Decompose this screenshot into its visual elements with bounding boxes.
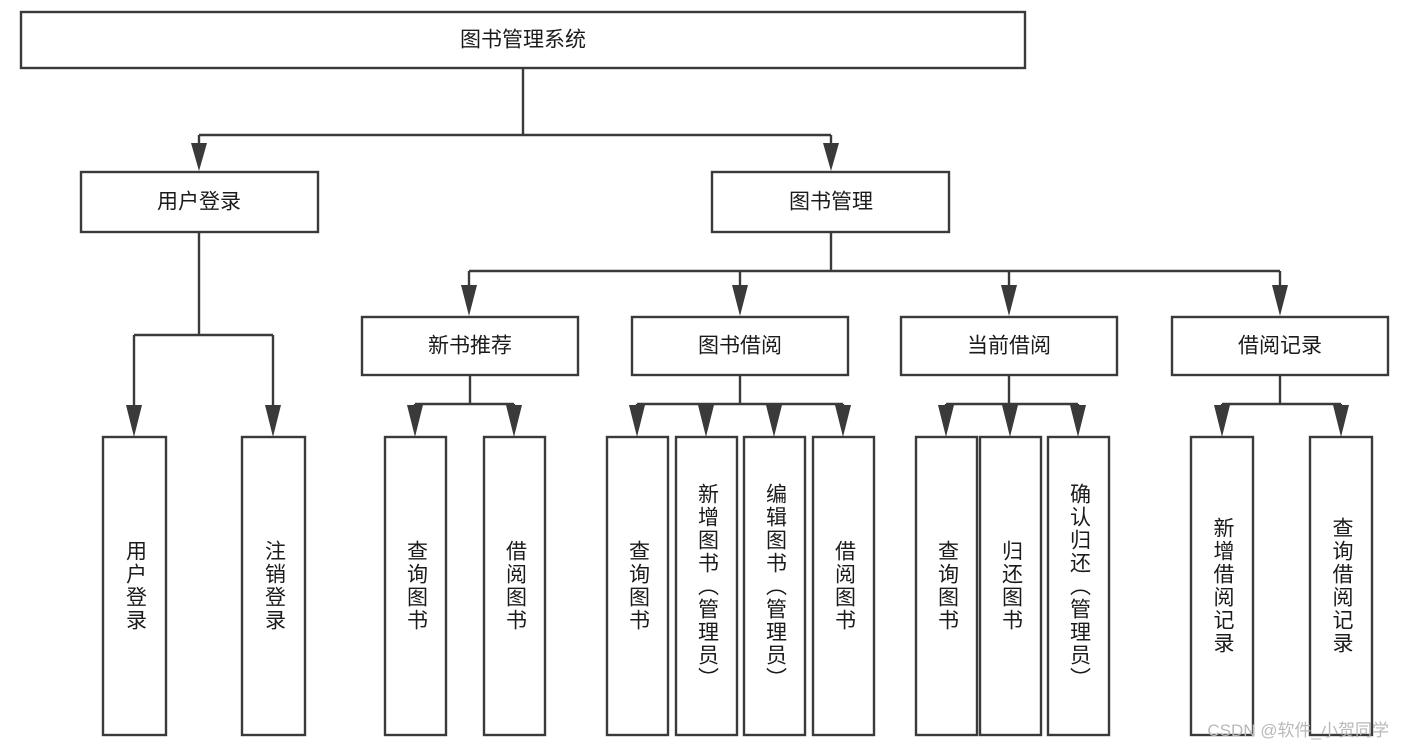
node-book-management[interactable]: 图书管理: [710, 170, 951, 234]
leaf-box-book-borrow-1[interactable]: [674, 435, 739, 737]
node-current-borrow[interactable]: 当前借阅: [899, 315, 1119, 377]
leaf-box-current-borrow-2[interactable]: [1046, 435, 1111, 737]
leaf-box-borrow-record-1[interactable]: [1308, 435, 1374, 737]
leaf-box-borrow-record-0[interactable]: [1189, 435, 1255, 737]
arrowhead-borrowrecord-0: [1214, 405, 1230, 437]
csdn-watermark: CSDN @软件_小贺同学: [1207, 721, 1389, 740]
arrowhead-level1-0: [191, 143, 207, 171]
arrowhead-level2-0: [461, 285, 477, 316]
arrowhead-newbook-0: [407, 405, 423, 437]
leaf-box-current-borrow-1[interactable]: [978, 435, 1043, 737]
arrowhead-borrowrecord-1: [1333, 405, 1349, 437]
arrowhead-currentborrow-2: [1070, 405, 1086, 437]
root-box: [19, 10, 1027, 70]
leaf-box-new-book-1[interactable]: [482, 435, 547, 737]
node-root[interactable]: 图书管理系统: [19, 10, 1027, 70]
borrow-record-box: [1170, 315, 1390, 377]
arrowhead-userlogin-1: [265, 405, 281, 437]
borrow-record-label: 借阅记录: [1238, 335, 1322, 358]
node-new-book-recommend[interactable]: 新书推荐: [360, 315, 580, 377]
new-book-recommend-box: [360, 315, 580, 377]
leaf-box-current-borrow-0[interactable]: [914, 435, 979, 737]
leaf-box-user-login-0[interactable]: [101, 435, 168, 737]
user-login-label: 用户登录: [157, 191, 241, 214]
arrowhead-currentborrow-0: [938, 405, 954, 437]
arrowhead-currentborrow-1: [1002, 405, 1018, 437]
node-user-login[interactable]: 用户登录: [79, 170, 320, 234]
arrowhead-bookborrow-1: [698, 405, 714, 437]
leaf-box-book-borrow-0[interactable]: [605, 435, 670, 737]
book-management-box: [710, 170, 951, 234]
book-management-label: 图书管理: [789, 191, 873, 214]
root-label: 图书管理系统: [460, 29, 586, 52]
arrowhead-level2-3: [1272, 285, 1288, 316]
current-borrow-label: 当前借阅: [967, 335, 1051, 358]
new-book-recommend-label: 新书推荐: [428, 335, 512, 358]
leaf-box-book-borrow-3[interactable]: [811, 435, 876, 737]
arrowhead-newbook-1: [506, 405, 522, 437]
arrowhead-level2-2: [1001, 285, 1017, 316]
arrowhead-bookborrow-3: [835, 405, 851, 437]
node-book-borrow[interactable]: 图书借阅: [630, 315, 850, 377]
current-borrow-box: [899, 315, 1119, 377]
arrowhead-level1-1: [823, 143, 839, 171]
arrowhead-bookborrow-0: [629, 405, 645, 437]
leaf-box-book-borrow-2[interactable]: [742, 435, 807, 737]
leaf-box-user-login-1[interactable]: [240, 435, 307, 737]
arrowhead-bookborrow-2: [766, 405, 782, 437]
leaf-box-new-book-0[interactable]: [383, 435, 448, 737]
book-borrow-label: 图书借阅: [698, 335, 782, 358]
book-borrow-box: [630, 315, 850, 377]
arrowhead-userlogin-0: [126, 405, 142, 437]
arrowhead-level2-1: [732, 285, 748, 316]
node-borrow-record[interactable]: 借阅记录: [1170, 315, 1390, 377]
